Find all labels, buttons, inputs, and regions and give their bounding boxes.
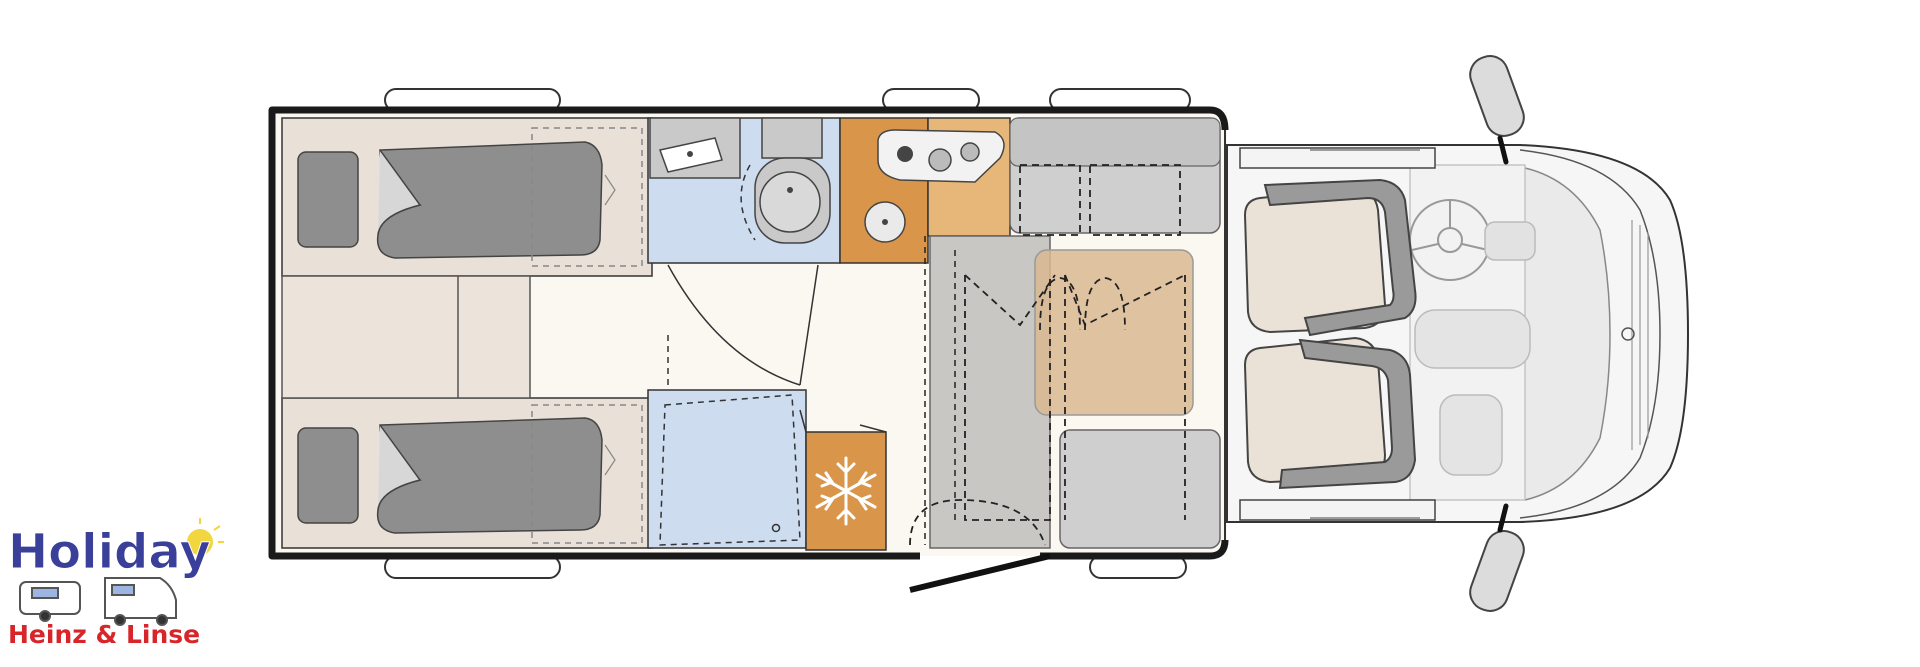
entry-door[interactable]	[909, 553, 1051, 593]
shower	[647, 389, 807, 549]
sink-icon	[659, 137, 723, 173]
bed-lower	[281, 397, 653, 549]
door-arc	[667, 264, 801, 386]
motorhome-icon	[104, 577, 177, 626]
dinette	[909, 117, 1221, 549]
logo-holiday: Holiday	[8, 524, 211, 580]
wall	[268, 106, 1229, 560]
bathroom	[647, 117, 841, 264]
stove-icon	[877, 129, 1005, 183]
kitchen	[839, 117, 1011, 264]
cab-seat-driver	[1243, 178, 1417, 337]
caravan-icon	[19, 581, 81, 622]
window-icon	[384, 88, 1191, 579]
cab-seat-passenger	[1243, 336, 1417, 490]
dining-table	[1034, 249, 1194, 416]
snowflake-icon	[815, 456, 877, 526]
mirror-icon	[1469, 55, 1525, 612]
bed-step	[281, 275, 531, 399]
sun-icon	[187, 518, 224, 555]
brand-logo: Holiday Heinz & Linse	[8, 518, 224, 649]
fridge	[799, 409, 887, 551]
bed-upper	[281, 117, 653, 277]
logo-heinz-linse: Heinz & Linse	[8, 620, 200, 649]
toilet-icon	[754, 157, 831, 244]
